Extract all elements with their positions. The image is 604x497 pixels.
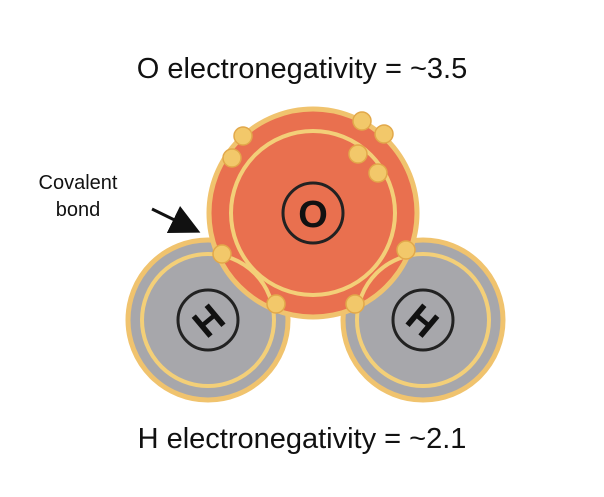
covalent-bond-arrow	[151, 205, 201, 233]
hydrogen-right-shell	[355, 252, 491, 388]
oxygen-symbol: O	[298, 194, 328, 236]
oxygen-atom	[206, 106, 420, 320]
hydrogen-left-nucleus-ring	[176, 288, 240, 352]
oxygen-nucleus-ring	[281, 181, 345, 245]
covalent-bond-label: Covalent bond	[18, 170, 138, 224]
electron	[396, 240, 416, 260]
hydrogen-electronegativity-title: H electronegativity = ~2.1	[137, 423, 467, 455]
electrons	[212, 111, 416, 314]
electron	[212, 244, 232, 264]
hydrogen-left-shell	[140, 252, 276, 388]
electron	[374, 124, 394, 144]
electron	[266, 294, 286, 314]
electron	[348, 144, 368, 164]
covalent-bond-label-line1: Covalent	[38, 172, 118, 194]
electron	[352, 111, 372, 131]
electron	[222, 148, 242, 168]
covalent-bond-label-line2: bond	[55, 199, 101, 221]
oxygen-electronegativity-title: O electronegativity = ~3.5	[136, 53, 468, 85]
electron	[368, 163, 388, 183]
electron	[233, 126, 253, 146]
hydrogen-right-nucleus-ring	[391, 288, 455, 352]
electron	[345, 294, 365, 314]
oxygen-outer-shell	[229, 129, 397, 297]
